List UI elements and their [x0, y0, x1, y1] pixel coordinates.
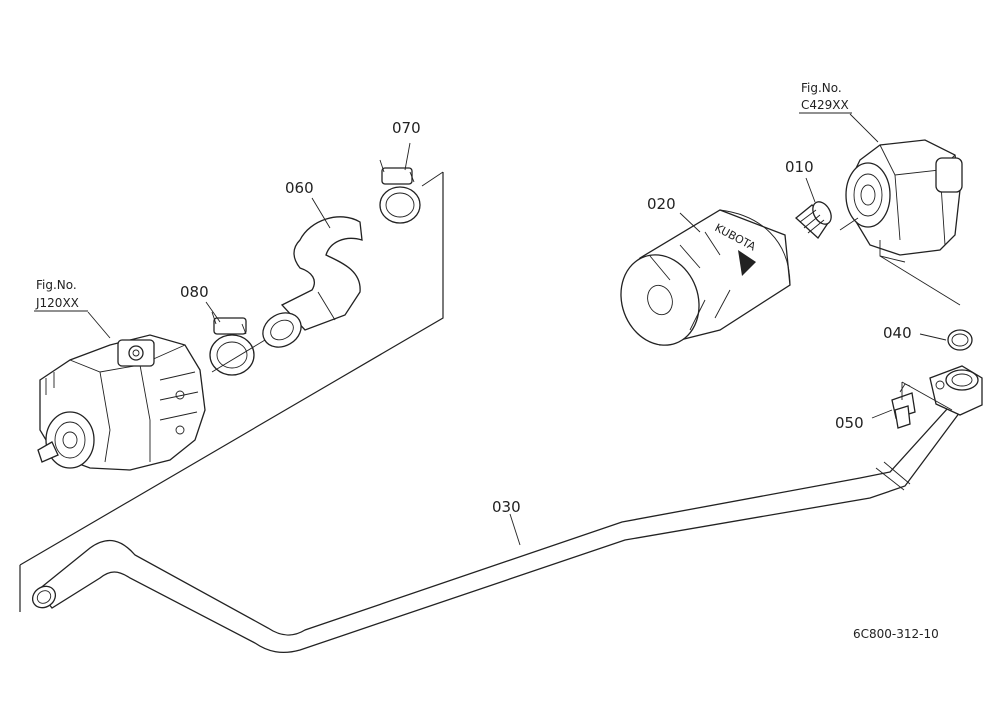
- part-020-oil-filter: KUBOTA: [620, 209, 791, 346]
- fig-ref-title-right: Fig.No.: [801, 81, 842, 95]
- part-070-clamp: [379, 159, 421, 224]
- part-030-pipe: [31, 365, 983, 654]
- filter-head: [845, 139, 963, 263]
- part-060-hose: [262, 216, 363, 348]
- fig-ref-code-right: C429XX: [801, 98, 849, 112]
- drawing-id: 6C800-312-10: [853, 627, 939, 641]
- hydraulic-pump: [37, 334, 206, 471]
- part-040-o-ring: [947, 329, 973, 351]
- part-050-fitting: [891, 383, 916, 429]
- label-080: 080: [180, 283, 209, 301]
- label-040: 040: [883, 324, 912, 342]
- label-010: 010: [785, 158, 814, 176]
- part-010-nipple: [795, 201, 832, 239]
- leader-lines: [19, 113, 961, 612]
- label-020: 020: [647, 195, 676, 213]
- label-030: 030: [492, 498, 521, 516]
- label-060: 060: [285, 179, 314, 197]
- fig-ref-title-left: Fig.No.: [36, 278, 77, 292]
- label-070: 070: [392, 119, 421, 137]
- fig-ref-code-left: J120XX: [35, 296, 79, 310]
- label-050: 050: [835, 414, 864, 432]
- part-080-clamp: [209, 311, 255, 376]
